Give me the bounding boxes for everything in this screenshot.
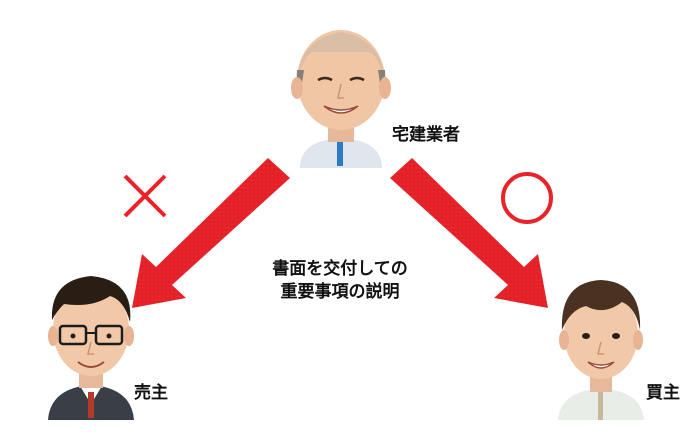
buyer-label: 買主: [646, 383, 680, 403]
cross-mark-icon: [123, 174, 167, 218]
center-caption-line-2: 重要事項の説明: [280, 282, 400, 302]
arrow-to-buyer: [390, 158, 548, 308]
center-caption-line-1: 書面を交付しての: [272, 259, 408, 279]
agent-label: 宅建業者: [392, 125, 460, 145]
arrow-to-seller: [132, 158, 290, 308]
center-caption: 書面を交付しての 重要事項の説明: [240, 258, 440, 304]
agent-avatar: [291, 30, 391, 168]
seller-label: 売主: [134, 383, 168, 403]
buyer-avatar: [558, 280, 644, 420]
seller-avatar: [48, 276, 134, 420]
circle-mark-icon: [501, 172, 553, 224]
